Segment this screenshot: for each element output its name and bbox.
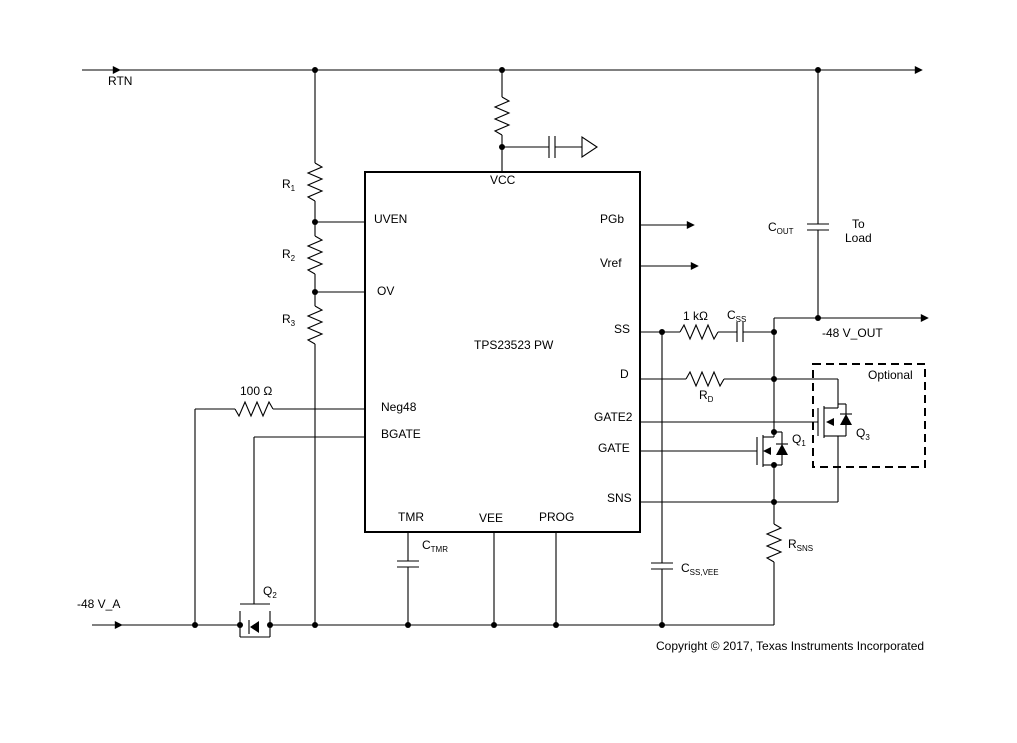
q3-label: Q3 <box>856 426 870 442</box>
rtn-label: RTN <box>108 74 132 88</box>
pin-vcc: VCC <box>490 173 516 187</box>
rsns-label: RSNS <box>788 537 813 553</box>
rd-resistor <box>640 370 839 404</box>
ic-name: TPS23523 PW <box>474 338 554 352</box>
optional-label: Optional <box>868 368 913 382</box>
ground-icon <box>581 135 598 159</box>
neg48-output-label: -48 V_OUT <box>822 326 883 340</box>
ctmr-capacitor <box>397 532 419 625</box>
ss-network <box>640 322 777 342</box>
q3-mosfet <box>817 403 852 502</box>
pin-vref: Vref <box>600 256 622 270</box>
r100-label: 100 Ω <box>240 384 272 398</box>
pin-tmr: TMR <box>398 510 424 524</box>
r3-label: R3 <box>282 312 296 328</box>
ctmr-label: CTMR <box>422 538 448 554</box>
r1k-label: 1 kΩ <box>683 309 708 323</box>
divider-chain <box>306 70 365 625</box>
pin-uven: UVEN <box>374 212 407 226</box>
load-label: Load <box>845 231 872 245</box>
css-label: CSS <box>727 308 746 324</box>
pin-d: D <box>620 367 629 381</box>
cout-label: COUT <box>768 220 794 236</box>
pin-gate2: GATE2 <box>594 410 633 424</box>
q1-label: Q1 <box>792 432 806 448</box>
q1-mosfet <box>640 429 788 513</box>
optional-box <box>812 363 926 468</box>
neg48-resistor <box>194 400 365 625</box>
pin-prog: PROG <box>539 510 574 524</box>
pin-gate: GATE <box>598 441 630 455</box>
pin-ov: OV <box>377 284 394 298</box>
to-label: To <box>852 217 865 231</box>
vcc-bypass-capacitor <box>502 136 582 158</box>
cssvee-capacitor <box>651 332 673 625</box>
copyright-notice: Copyright © 2017, Texas Instruments Inco… <box>656 639 924 653</box>
ic-tps23523 <box>364 171 641 533</box>
r1-label: R1 <box>282 177 296 193</box>
rd-label: RD <box>699 388 714 404</box>
pin-bgate: BGATE <box>381 427 421 441</box>
q2-mosfet <box>239 603 271 638</box>
pin-neg48: Neg48 <box>381 400 417 414</box>
q2-label: Q2 <box>263 584 277 600</box>
r2-label: R2 <box>282 247 296 263</box>
pin-sns: SNS <box>607 491 632 505</box>
neg48-input-label: -48 V_A <box>77 597 120 611</box>
rsns-resistor <box>765 513 783 625</box>
neg48-input-rail <box>92 621 774 629</box>
bgate-wire <box>253 436 365 604</box>
pin-vee: VEE <box>479 511 503 525</box>
cout-capacitor <box>807 70 829 321</box>
cssvee-label: CSS,VEE <box>681 561 719 577</box>
pin-pgb: PGb <box>600 212 624 226</box>
output-rail <box>773 314 929 432</box>
pin-ss: SS <box>614 322 630 336</box>
vcc-resistor <box>493 70 511 172</box>
